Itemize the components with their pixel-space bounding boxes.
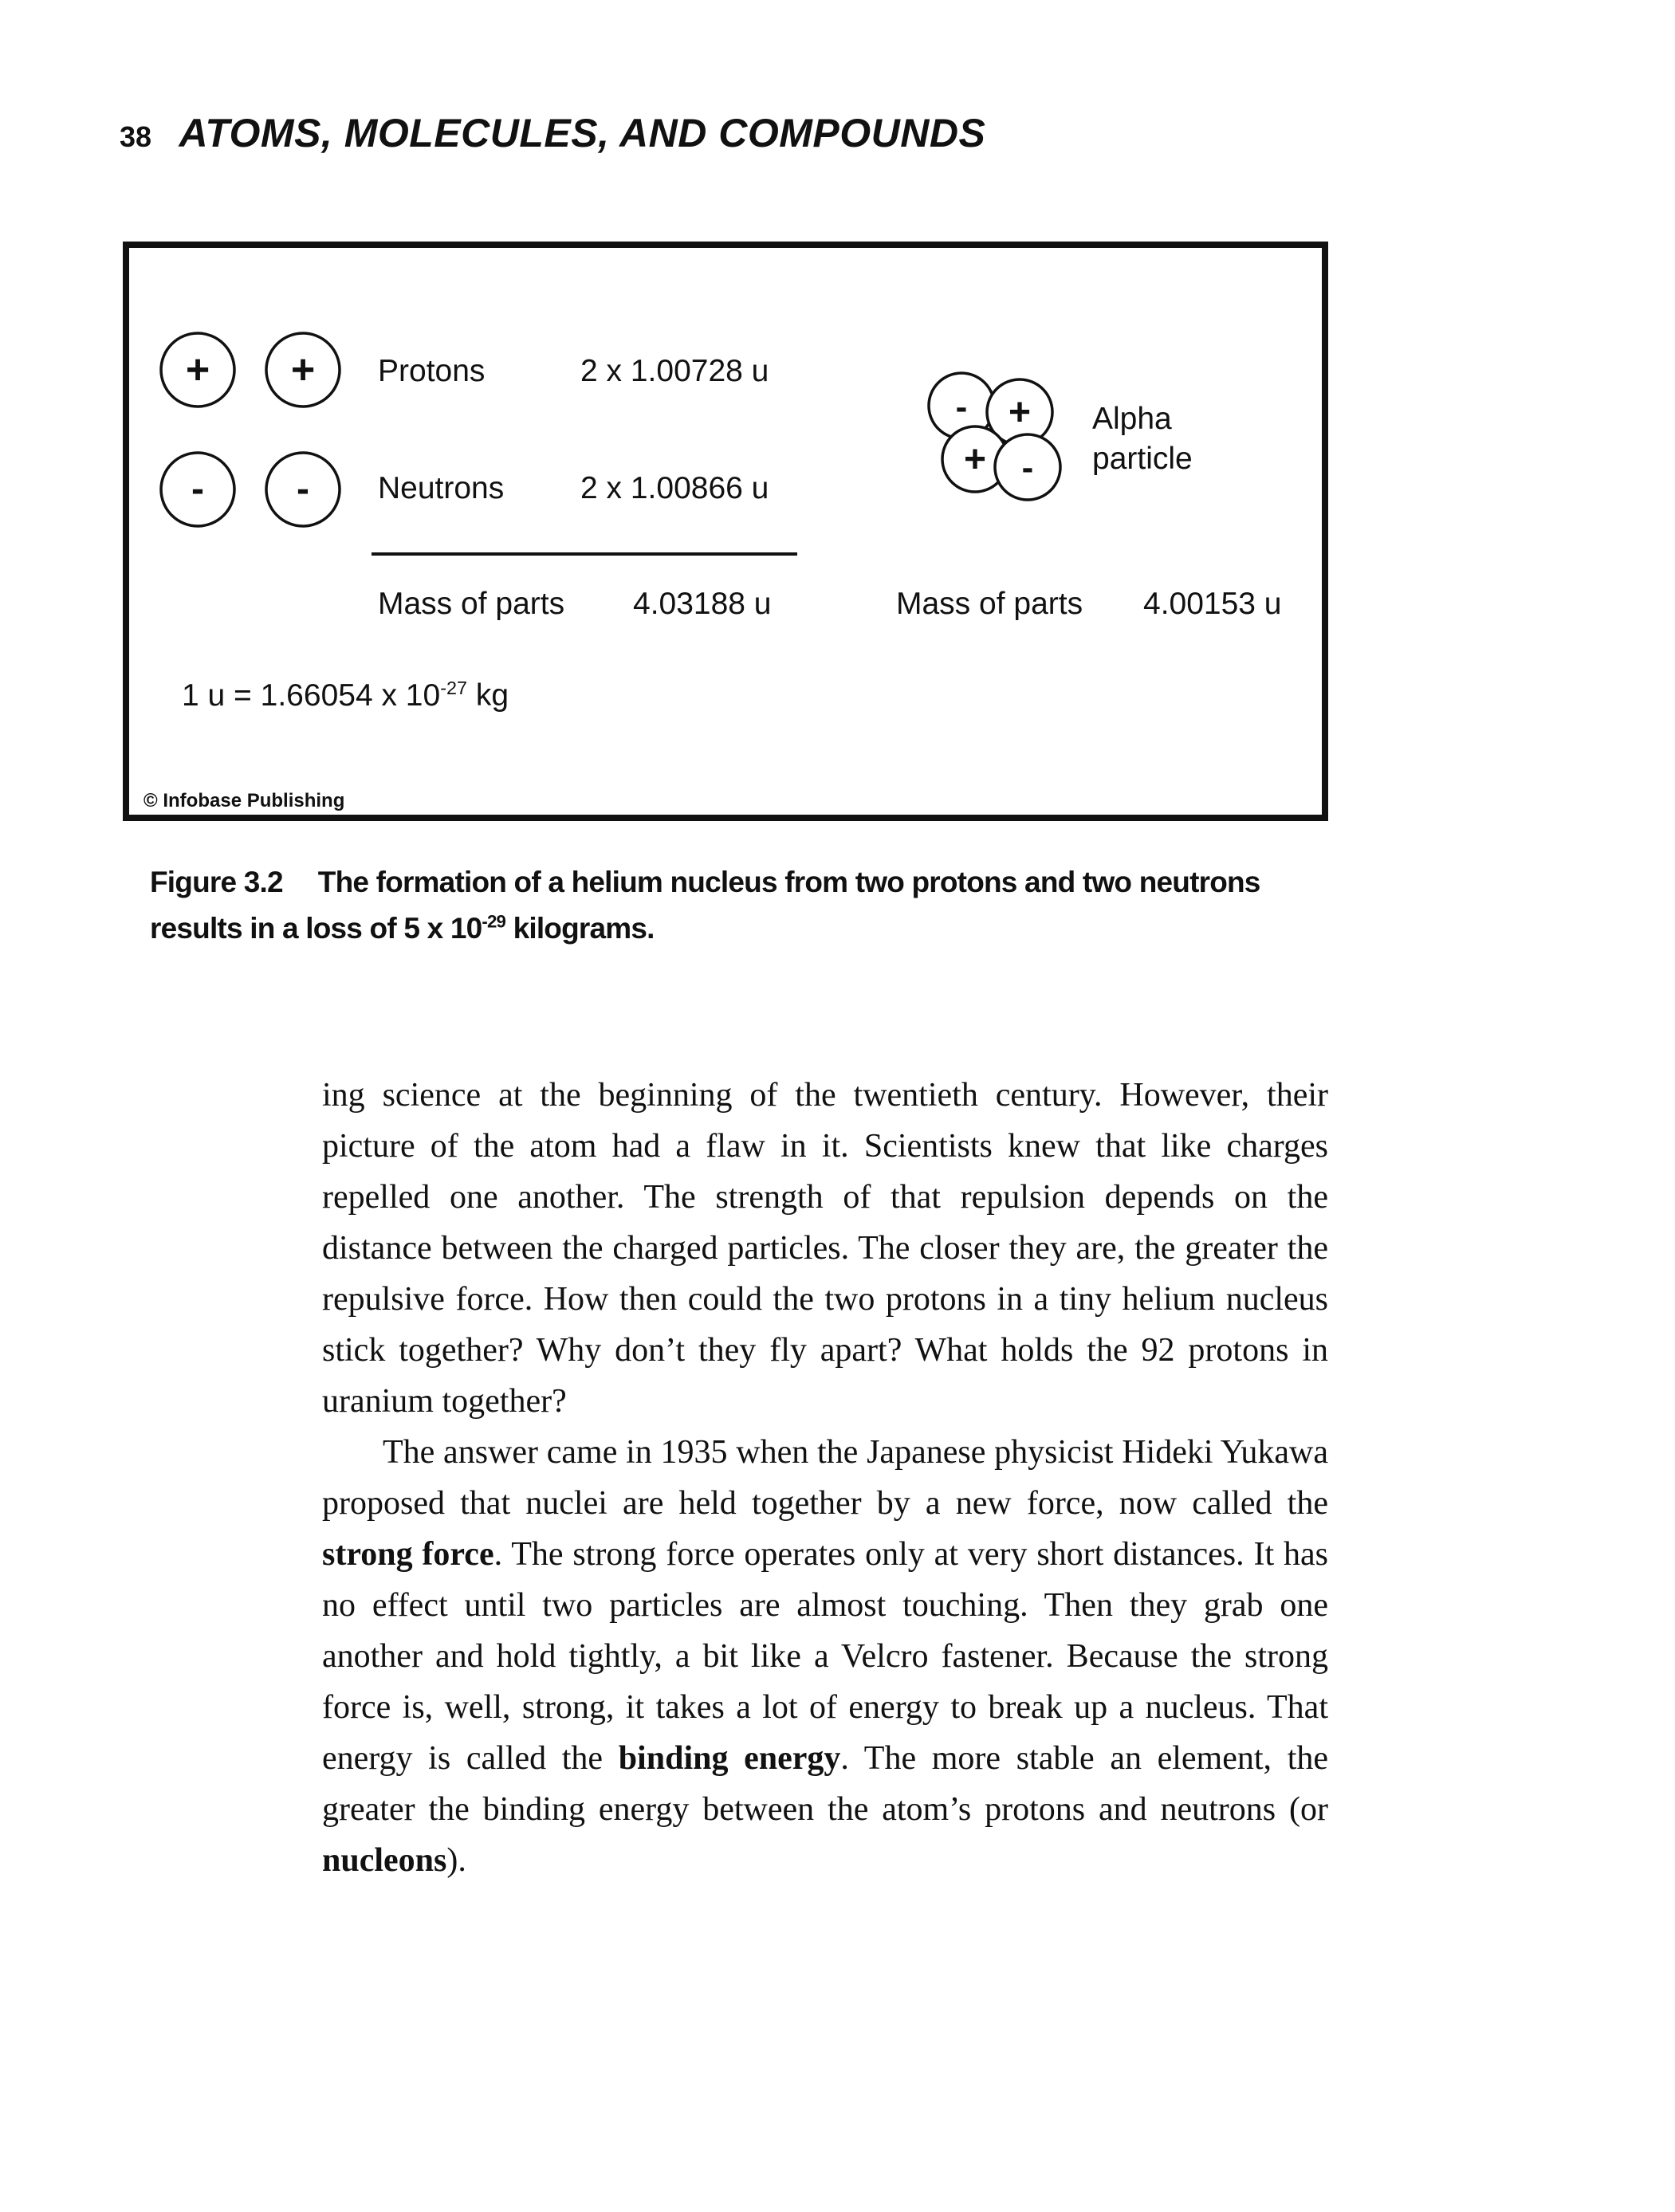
neutrons-label: Neutrons (378, 471, 505, 505)
running-title: ATOMS, MOLECULES, AND COMPOUNDS (179, 111, 986, 155)
svg-text:-: - (956, 387, 968, 426)
alpha-label-line2: particle (1092, 442, 1193, 476)
term-binding-energy: binding energy (618, 1740, 841, 1777)
term-strong-force: strong force (322, 1536, 494, 1573)
figure-number: Figure 3.2 (150, 866, 284, 898)
page-number: 38 (120, 120, 152, 153)
proton-2-icon: + (265, 332, 341, 408)
right-mass-label: Mass of parts (896, 587, 1083, 621)
nucleus-diagram: + + - - - + + (159, 332, 1062, 556)
unit-equation: 1 u = 1.66054 x 10-27 kg (182, 678, 509, 713)
neutron-1-icon: - (159, 451, 236, 528)
neutron-2-icon: - (265, 451, 341, 528)
left-mass-label: Mass of parts (378, 587, 565, 621)
running-header: 38 ATOMS, MOLECULES, AND COMPOUNDS (120, 110, 985, 156)
svg-text:+: + (186, 347, 210, 393)
caption-text: The formation of a helium nucleus from t… (150, 866, 1260, 945)
svg-text:-: - (191, 468, 204, 510)
paragraph-2: The answer came in 1935 when the Japanes… (322, 1434, 1329, 1879)
svg-text:+: + (1009, 391, 1031, 434)
body-text: ing science at the beginning of the twen… (322, 1070, 1328, 1886)
proton-1-icon: + (159, 332, 236, 408)
alpha-particle-icon: - + + - (927, 371, 1062, 501)
svg-text:+: + (964, 438, 986, 481)
publisher-credit: © Infobase Publishing (144, 790, 345, 811)
left-mass-value: 4.03188 u (633, 587, 772, 621)
figure-3-2: + + - - - + + (123, 242, 1328, 821)
svg-text:-: - (297, 468, 309, 510)
protons-value: 2 x 1.00728 u (580, 354, 769, 388)
paragraph-1: ing science at the beginning of the twen… (322, 1077, 1328, 1420)
right-mass-value: 4.00153 u (1143, 587, 1282, 621)
svg-text:+: + (291, 347, 315, 393)
svg-text:-: - (1022, 448, 1034, 487)
protons-label: Protons (378, 354, 486, 388)
neutrons-value: 2 x 1.00866 u (580, 471, 769, 505)
term-nucleons: nucleons (322, 1842, 447, 1879)
alpha-label-line1: Alpha (1092, 402, 1172, 436)
